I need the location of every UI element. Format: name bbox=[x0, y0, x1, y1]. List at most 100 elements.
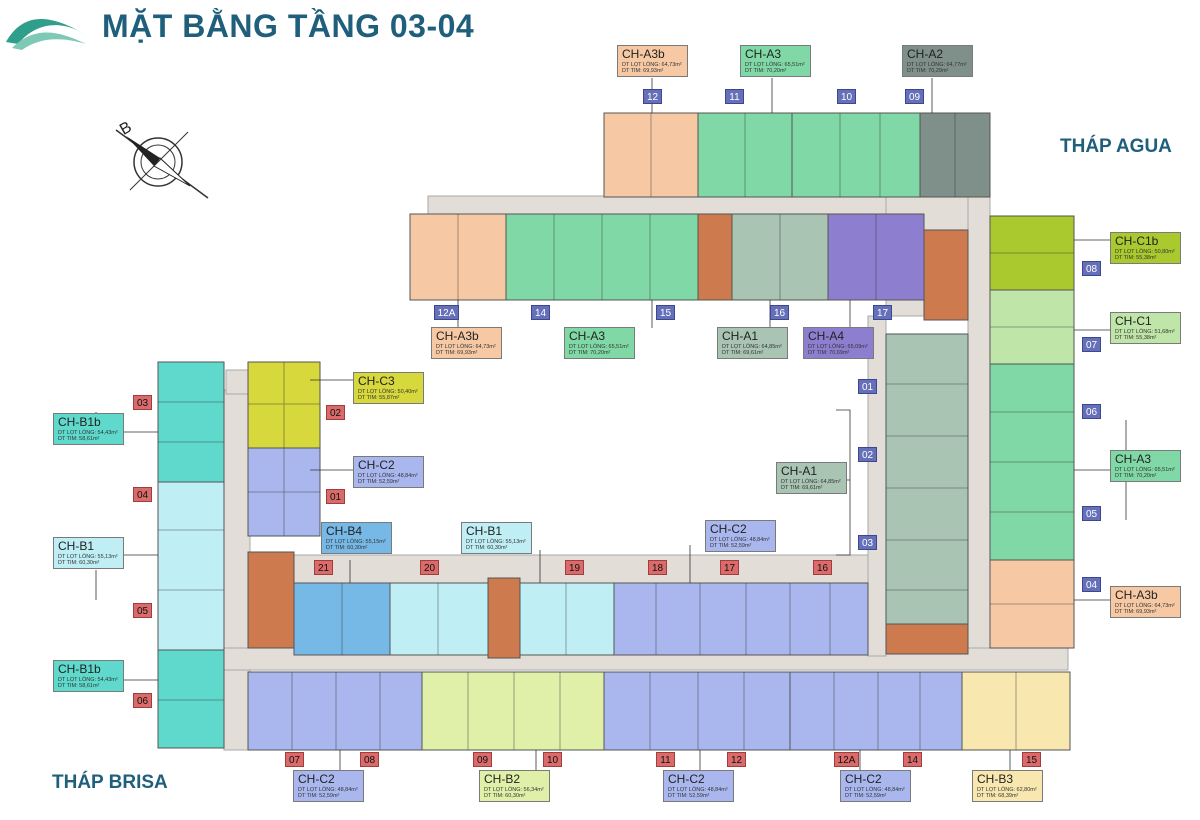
area-net: DT LỌT LÒNG: 55,15m² bbox=[326, 538, 386, 545]
unit-type: CH-A3 bbox=[569, 329, 606, 343]
top-wing-units bbox=[409, 112, 991, 321]
unit-b2 bbox=[421, 671, 605, 751]
unit-number-top: 10 bbox=[837, 89, 856, 104]
compass-icon: B bbox=[115, 119, 209, 199]
area-net: DT LỌT LÒNG: 64,77m² bbox=[907, 61, 967, 68]
area-gross: DT TIM: 55,38m² bbox=[1115, 335, 1157, 342]
area-gross: DT TIM: 52,59m² bbox=[710, 543, 752, 550]
area-net: DT LỌT LÒNG: 64,73m² bbox=[622, 61, 682, 68]
unit-number-bottom: 08 bbox=[360, 752, 379, 767]
unit-number-left: 06 bbox=[133, 693, 152, 708]
unit-type: CH-C2 bbox=[710, 522, 747, 536]
unit-number-top: 11 bbox=[725, 89, 744, 104]
unit-type: CH-A3b bbox=[622, 47, 665, 61]
unit-number-right: 08 bbox=[1082, 261, 1101, 276]
area-gross: DT TIM: 69,61m² bbox=[722, 350, 764, 357]
unit-number-middle: 19 bbox=[565, 560, 584, 575]
unit-number-left: 03 bbox=[133, 395, 152, 410]
unit-type: CH-A3b bbox=[1115, 588, 1158, 602]
unit-number-center: 03 bbox=[858, 535, 877, 550]
bottom-row-units bbox=[247, 671, 1071, 751]
area-gross: DT TIM: 52,59m² bbox=[845, 793, 887, 800]
unit-number-top: 09 bbox=[905, 89, 924, 104]
area-gross: DT TIM: 69,93m² bbox=[436, 350, 478, 357]
interior-walls bbox=[158, 113, 1074, 750]
unit-type: CH-C2 bbox=[668, 772, 705, 786]
unit-number-bottom: 11 bbox=[656, 752, 675, 767]
area-gross: DT TIM: 52,59m² bbox=[298, 793, 340, 800]
area-net: DT LỌT LÒNG: 55,13m² bbox=[466, 538, 526, 545]
tower-brisa-label: THÁP BRISA bbox=[52, 772, 168, 793]
unit-number-bottom: 15 bbox=[1022, 752, 1041, 767]
area-net: DT LỌT LÒNG: 50,40m² bbox=[358, 388, 418, 395]
unit-number-center: 02 bbox=[858, 447, 877, 462]
area-gross: DT TIM: 52,59m² bbox=[668, 793, 710, 800]
area-gross: DT TIM: 60,30m² bbox=[466, 545, 508, 552]
unit-number-right: 04 bbox=[1082, 577, 1101, 592]
unit-number-middle: 16 bbox=[813, 560, 832, 575]
area-gross: DT TIM: 58,61m² bbox=[58, 436, 100, 443]
middle-row-units bbox=[293, 577, 869, 659]
unit-number-right: 05 bbox=[1082, 506, 1101, 521]
area-net: DT LỌT LÒNG: 48,84m² bbox=[710, 536, 770, 543]
area-gross: DT TIM: 70,20m² bbox=[1115, 473, 1157, 480]
unit-number-right: 07 bbox=[1082, 337, 1101, 352]
area-net: DT LỌT LÒNG: 55,13m² bbox=[58, 553, 118, 560]
unit-type: CH-C3 bbox=[358, 374, 395, 388]
unit-type: CH-A1 bbox=[781, 464, 818, 478]
unit-b1 bbox=[157, 481, 225, 651]
area-gross: DT TIM: 69,93m² bbox=[622, 68, 664, 75]
unit-number-bottom: 10 bbox=[543, 752, 562, 767]
area-net: DT LỌT LÒNG: 48,84m² bbox=[298, 786, 358, 793]
area-gross: DT TIM: 60,30m² bbox=[326, 545, 368, 552]
unit-type: CH-B3 bbox=[977, 772, 1014, 786]
unit-type: CH-A3 bbox=[1115, 452, 1152, 466]
unit-a1-center bbox=[885, 333, 969, 625]
unit-type: CH-C2 bbox=[298, 772, 335, 786]
unit-number-bottom: 09 bbox=[473, 752, 492, 767]
unit-number-middle: 21 bbox=[314, 560, 333, 575]
area-gross: DT TIM: 69,93m² bbox=[1115, 609, 1157, 616]
area-net: DT LỌT LÒNG: 56,34m² bbox=[484, 786, 544, 793]
area-net: DT LỌT LÒNG: 50,80m² bbox=[1115, 248, 1175, 255]
unit-type: CH-C2 bbox=[845, 772, 882, 786]
unit-b1-mid bbox=[389, 582, 489, 656]
unit-number-right: 06 bbox=[1082, 404, 1101, 419]
unit-number-top: 12 bbox=[643, 89, 662, 104]
area-gross: DT TIM: 70,69m² bbox=[808, 350, 850, 357]
unit-number-middle: 20 bbox=[420, 560, 439, 575]
unit-type: CH-B1b bbox=[58, 662, 101, 676]
page-title: MẶT BẰNG TẦNG 03-04 bbox=[102, 8, 475, 44]
area-net: DT LỌT LÒNG: 48,84m² bbox=[668, 786, 728, 793]
unit-b1-mid-2 bbox=[519, 582, 615, 656]
unit-a3-top-2 bbox=[791, 112, 921, 198]
area-net: DT LỌT LÒNG: 65,51m² bbox=[1115, 466, 1175, 473]
unit-type: CH-C2 bbox=[358, 458, 395, 472]
unit-c2-bottom-3 bbox=[789, 671, 963, 751]
unit-type: CH-C1b bbox=[1115, 234, 1159, 248]
stair-right bbox=[923, 229, 969, 321]
unit-b1b-bottom bbox=[157, 649, 225, 749]
unit-c2-bottom-2 bbox=[603, 671, 791, 751]
unit-type: CH-B1 bbox=[58, 539, 95, 553]
area-gross: DT TIM: 70,20m² bbox=[745, 68, 787, 75]
area-net: DT LỌT LÒNG: 64,73m² bbox=[1115, 602, 1175, 609]
unit-number-left: 01 bbox=[326, 489, 345, 504]
area-net: DT LỌT LÒNG: 65,51m² bbox=[569, 343, 629, 350]
